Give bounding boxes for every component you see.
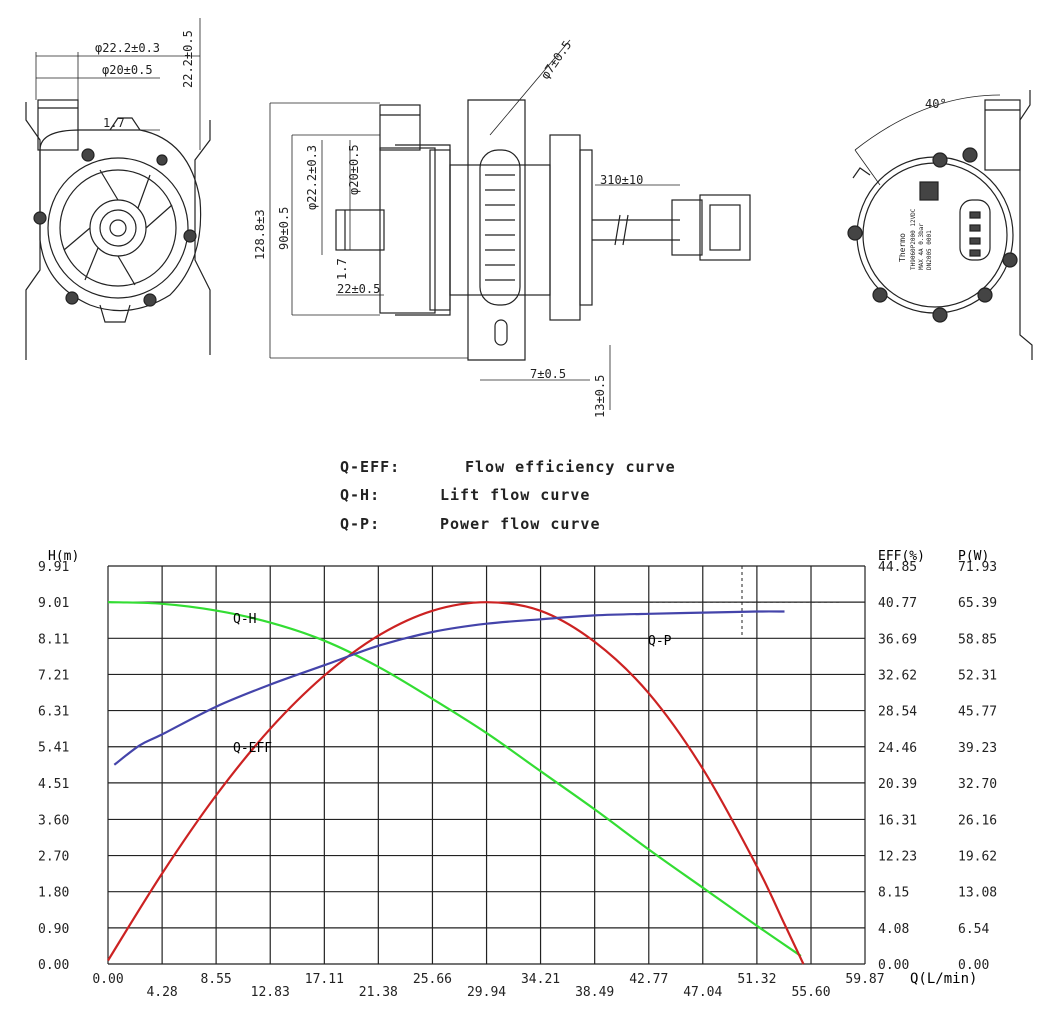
y-p-tick-label: 71.93 xyxy=(958,560,997,575)
x-tick-label: 12.83 xyxy=(251,985,290,1000)
y-eff-tick-label: 28.54 xyxy=(878,705,917,720)
dim-text: 13±0.5 xyxy=(593,375,607,418)
dim-text: φ20±0.5 xyxy=(102,63,153,77)
front-view xyxy=(25,18,211,360)
y-eff-tick-label: 4.08 xyxy=(878,922,909,937)
x-axis-label: Q(L/min) xyxy=(910,971,977,987)
y-p-tick-label: 65.39 xyxy=(958,596,997,611)
dim-text: 90±0.5 xyxy=(277,207,291,250)
x-tick-label: 59.87 xyxy=(845,972,884,987)
y-left-tick-label: 0.00 xyxy=(38,958,69,973)
y-eff-tick-label: 8.15 xyxy=(878,886,909,901)
y-p-tick-label: 32.70 xyxy=(958,777,997,792)
y-left-tick-label: 4.51 xyxy=(38,777,69,792)
right-axis-label-p: P(W) xyxy=(958,549,989,564)
y-p-tick-label: 19.62 xyxy=(958,849,997,864)
dim-text: 1.7 xyxy=(103,116,125,130)
back-view xyxy=(847,90,1033,360)
x-tick-label: 47.04 xyxy=(683,985,722,1000)
y-eff-tick-label: 12.23 xyxy=(878,849,917,864)
annotation-q-h: Q-H xyxy=(233,612,256,627)
annotation-q-p: Q-P xyxy=(648,634,672,649)
legend-desc: Power flow curve xyxy=(440,515,601,533)
legend-key: Q-EFF: xyxy=(340,458,401,476)
y-left-tick-label: 6.31 xyxy=(38,705,69,720)
legend-key: Q-H: xyxy=(340,486,381,504)
y-p-tick-label: 13.08 xyxy=(958,886,997,901)
y-eff-tick-label: 20.39 xyxy=(878,777,917,792)
y-eff-tick-label: 44.85 xyxy=(878,560,917,575)
legend-desc: Flow efficiency curve xyxy=(465,458,676,476)
back-label-line: MAX 4A 0.3bar xyxy=(918,223,925,270)
chart-ticks: 0.00 0.90 1.80 2.70 3.60 4.51 5.41 6.31 7.21 8.11… xyxy=(38,560,997,1000)
series-line-q-h xyxy=(107,601,802,957)
x-tick-label: 55.60 xyxy=(791,985,830,1000)
chart-grid xyxy=(107,565,866,965)
x-tick-label: 17.11 xyxy=(305,972,344,987)
y-eff-tick-label: 24.46 xyxy=(878,741,917,756)
legend-key: Q-P: xyxy=(340,515,381,533)
x-tick-label: 21.38 xyxy=(359,985,398,1000)
back-label-line: DN2005 0001 xyxy=(926,230,933,270)
y-left-tick-label: 1.80 xyxy=(38,886,69,901)
x-tick-label: 42.77 xyxy=(629,972,668,987)
y-eff-tick-label: 0.00 xyxy=(878,958,909,973)
technical-drawings: φ22.2±0.3 φ20±0.5 22.2±0.5 1.7 φ7±0.5 12… xyxy=(25,18,1033,418)
back-label-line: TH9060P2000 12VDC xyxy=(910,208,917,270)
dim-text: φ22.2±0.3 xyxy=(305,145,319,210)
y-left-tick-label: 8.11 xyxy=(38,632,69,647)
dim-text: 310±10 xyxy=(600,173,643,187)
dim-text: 7±0.5 xyxy=(530,367,566,381)
dim-text: 22.2±0.5 xyxy=(181,30,195,88)
y-p-tick-label: 45.77 xyxy=(958,705,997,720)
y-p-tick-label: 39.23 xyxy=(958,741,997,756)
x-tick-label: 0.00 xyxy=(92,972,123,987)
y-left-tick-label: 0.90 xyxy=(38,922,69,937)
y-p-tick-label: 52.31 xyxy=(958,669,997,684)
dim-text: φ22.2±0.3 xyxy=(95,41,160,55)
back-label-brand: Thermo xyxy=(898,233,907,262)
y-left-tick-label: 3.60 xyxy=(38,813,69,828)
y-eff-tick-label: 32.62 xyxy=(878,669,917,684)
y-eff-tick-label: 16.31 xyxy=(878,813,917,828)
chart-series xyxy=(107,601,805,965)
series-line-q-eff xyxy=(107,601,805,965)
x-tick-label: 8.55 xyxy=(200,972,231,987)
y-p-tick-label: 0.00 xyxy=(958,958,989,973)
x-tick-label: 51.32 xyxy=(737,972,776,987)
y-eff-tick-label: 40.77 xyxy=(878,596,917,611)
dim-text: φ20±0.5 xyxy=(347,144,361,195)
x-tick-label: 34.21 xyxy=(521,972,560,987)
y-left-tick-label: 2.70 xyxy=(38,850,69,865)
side-view xyxy=(269,39,751,410)
dim-text: 40° xyxy=(925,97,947,111)
left-axis-label: H(m) xyxy=(48,549,79,564)
legend-desc: Lift flow curve xyxy=(440,486,591,504)
dim-text: 1.7 xyxy=(335,258,349,280)
y-left-tick-label: 5.41 xyxy=(38,741,69,756)
dim-text: 22±0.5 xyxy=(337,282,380,296)
y-left-tick-label: 9.91 xyxy=(38,560,69,575)
x-tick-label: 25.66 xyxy=(413,972,452,987)
y-p-tick-label: 58.85 xyxy=(958,632,997,647)
chart-labels: H(m) EFF(%) P(W) Q(L/min) Q-H Q-EFF Q-P xyxy=(48,549,989,987)
y-left-tick-label: 9.01 xyxy=(38,596,69,611)
dim-text: 128.8±3 xyxy=(253,209,267,260)
y-eff-tick-label: 36.69 xyxy=(878,632,917,647)
annotation-q-eff: Q-EFF xyxy=(233,741,272,756)
x-tick-label: 29.94 xyxy=(467,985,506,1000)
x-tick-label: 4.28 xyxy=(146,985,177,1000)
series-line-q-p xyxy=(113,610,785,766)
y-p-tick-label: 6.54 xyxy=(958,922,989,937)
y-p-tick-label: 26.16 xyxy=(958,813,997,828)
y-left-tick-label: 7.21 xyxy=(38,668,69,683)
x-tick-label: 38.49 xyxy=(575,985,614,1000)
right-axis-label-eff: EFF(%) xyxy=(878,549,925,564)
